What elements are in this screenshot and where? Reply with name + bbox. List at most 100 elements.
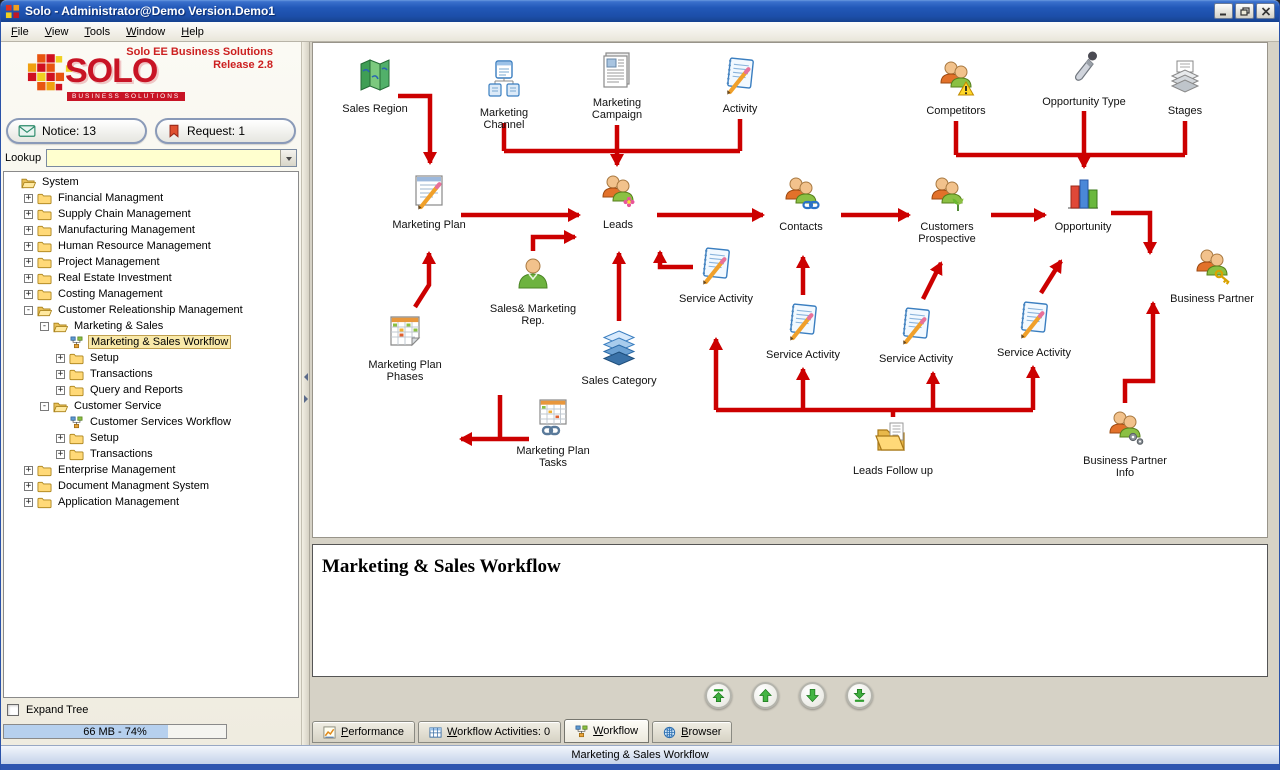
- workflow-node-marketing-campaign[interactable]: Marketing Campaign: [572, 49, 662, 121]
- workflow-node-opportunity[interactable]: Opportunity: [1038, 173, 1128, 233]
- tree-item-customer-service[interactable]: -Customer Service: [4, 398, 298, 414]
- tree-item-enterprise-management[interactable]: +Enterprise Management: [4, 462, 298, 478]
- workflow-node-sales-marketing-rep[interactable]: Sales& Marketing Rep.: [488, 255, 578, 327]
- workflow-node-opportunity-type[interactable]: Opportunity Type: [1039, 48, 1129, 108]
- tree-item-customer-services-workflow[interactable]: Customer Services Workflow: [4, 414, 298, 430]
- menu-view[interactable]: View: [37, 24, 77, 40]
- tree-item-project-management[interactable]: +Project Management: [4, 254, 298, 270]
- workflow-node-contacts[interactable]: Contacts: [756, 173, 846, 233]
- workflow-node-leads[interactable]: Leads: [573, 171, 663, 231]
- collapse-icon[interactable]: -: [40, 322, 49, 331]
- move-up-button[interactable]: [752, 682, 779, 709]
- content-area: SOLO BUSINESS SOLUTIONS Solo EE Business…: [1, 42, 1279, 745]
- tree-item-manufacturing-management[interactable]: +Manufacturing Management: [4, 222, 298, 238]
- expand-tree-checkbox[interactable]: [7, 704, 19, 716]
- move-down-button[interactable]: [799, 682, 826, 709]
- expand-icon[interactable]: +: [24, 498, 33, 507]
- expand-icon[interactable]: +: [24, 194, 33, 203]
- expand-icon[interactable]: +: [24, 274, 33, 283]
- expand-icon[interactable]: +: [24, 210, 33, 219]
- activities-icon: [429, 726, 442, 739]
- expand-icon[interactable]: +: [24, 290, 33, 299]
- workflow-node-business-partner[interactable]: Business Partner: [1167, 245, 1257, 305]
- workflow-node-service-activity[interactable]: Service Activity: [671, 245, 761, 305]
- tab-workflow-activities-0[interactable]: Workflow Activities: 0: [418, 721, 561, 743]
- workflow-node-label: Activity: [695, 103, 785, 115]
- expand-icon[interactable]: +: [56, 450, 65, 459]
- request-button[interactable]: Request: 1: [155, 118, 296, 144]
- tree-item-financial-managment[interactable]: +Financial Managment: [4, 190, 298, 206]
- workflow-description-panel: Marketing & Sales Workflow: [312, 544, 1268, 677]
- minimize-button[interactable]: [1214, 3, 1233, 19]
- workflow-node-sales-region[interactable]: Sales Region: [330, 55, 420, 115]
- calendar-chain-icon: [508, 397, 598, 437]
- tab-browser[interactable]: Browser: [652, 721, 732, 743]
- workflow-node-marketing-plan[interactable]: Marketing Plan: [384, 171, 474, 231]
- workflow-title: Marketing & Sales Workflow: [322, 556, 1258, 578]
- workflow-node-marketing-channel[interactable]: Marketing Channel: [459, 59, 549, 131]
- tree-item-human-resource-management[interactable]: +Human Resource Management: [4, 238, 298, 254]
- move-first-button[interactable]: [705, 682, 732, 709]
- workflow-node-leads-follow-up[interactable]: Leads Follow up: [848, 417, 938, 477]
- workflow-node-competitors[interactable]: Competitors: [911, 57, 1001, 117]
- menu-help[interactable]: Help: [173, 24, 212, 40]
- workflow-node-business-partner-info[interactable]: Business Partner Info: [1080, 407, 1170, 479]
- expand-icon[interactable]: +: [24, 242, 33, 251]
- lookup-input[interactable]: [47, 150, 280, 166]
- request-icon: [167, 124, 181, 138]
- tree-item-customer-releationship-management[interactable]: -Customer Releationship Management: [4, 302, 298, 318]
- tree-item-label: Real Estate Investment: [56, 272, 174, 284]
- expand-icon[interactable]: +: [24, 258, 33, 267]
- panel-splitter[interactable]: [301, 42, 310, 745]
- workflow-node-marketing-plan-phases[interactable]: Marketing Plan Phases: [360, 311, 450, 383]
- tree-item-marketing-sales[interactable]: -Marketing & Sales: [4, 318, 298, 334]
- workflow-node-label: Leads Follow up: [848, 465, 938, 477]
- lookup-dropdown-button[interactable]: [280, 150, 296, 166]
- tree-item-query-and-reports[interactable]: +Query and Reports: [4, 382, 298, 398]
- tree-item-setup[interactable]: +Setup: [4, 430, 298, 446]
- tree-item-system[interactable]: System: [4, 174, 298, 190]
- expand-icon[interactable]: +: [24, 226, 33, 235]
- collapse-left-icon[interactable]: [303, 372, 309, 382]
- tab-performance[interactable]: Performance: [312, 721, 415, 743]
- collapse-icon[interactable]: -: [40, 402, 49, 411]
- tree-item-costing-management[interactable]: +Costing Management: [4, 286, 298, 302]
- tree-item-transactions[interactable]: +Transactions: [4, 366, 298, 382]
- people-chain-icon: [756, 173, 846, 213]
- tree-item-supply-chain-management[interactable]: +Supply Chain Management: [4, 206, 298, 222]
- tree-item-transactions[interactable]: +Transactions: [4, 446, 298, 462]
- expand-icon[interactable]: +: [56, 370, 65, 379]
- close-button[interactable]: [1256, 3, 1275, 19]
- workflow-node-customers-prospective[interactable]: Customers Prospective: [902, 173, 992, 245]
- move-last-button[interactable]: [846, 682, 873, 709]
- collapse-icon[interactable]: -: [24, 306, 33, 315]
- notice-button[interactable]: Notice: 13: [6, 118, 147, 144]
- workflow-node-service-activity[interactable]: Service Activity: [989, 299, 1079, 359]
- workflow-node-sales-category[interactable]: Sales Category: [574, 327, 664, 387]
- tree-item-application-management[interactable]: +Application Management: [4, 494, 298, 510]
- tree-item-marketing-sales-workflow[interactable]: Marketing & Sales Workflow: [4, 334, 298, 350]
- workflow-node-marketing-plan-tasks[interactable]: Marketing Plan Tasks: [508, 397, 598, 469]
- collapse-right-icon[interactable]: [303, 394, 309, 404]
- expand-icon[interactable]: +: [56, 354, 65, 363]
- tree-item-real-estate-investment[interactable]: + Real Estate Investment: [4, 270, 298, 286]
- workflow-node-stages[interactable]: Stages: [1140, 57, 1230, 117]
- workflow-node-label: Sales Region: [330, 103, 420, 115]
- tree-item-document-managment-system[interactable]: +Document Managment System: [4, 478, 298, 494]
- menu-tools[interactable]: Tools: [76, 24, 118, 40]
- folder-icon: [69, 384, 84, 397]
- menu-window[interactable]: Window: [118, 24, 173, 40]
- expand-icon[interactable]: +: [56, 434, 65, 443]
- workflow-node-service-activity[interactable]: Service Activity: [871, 305, 961, 365]
- workflow-node-activity[interactable]: Activity: [695, 55, 785, 115]
- tab-workflow[interactable]: Workflow: [564, 719, 649, 743]
- expand-icon[interactable]: +: [24, 482, 33, 491]
- menu-file[interactable]: File: [3, 24, 37, 40]
- tree-item-setup[interactable]: +Setup: [4, 350, 298, 366]
- restore-button[interactable]: [1235, 3, 1254, 19]
- workflow-node-service-activity[interactable]: Service Activity: [758, 301, 848, 361]
- expand-icon[interactable]: +: [24, 466, 33, 475]
- calendar-pencil-icon: [384, 171, 474, 211]
- expand-icon[interactable]: +: [56, 386, 65, 395]
